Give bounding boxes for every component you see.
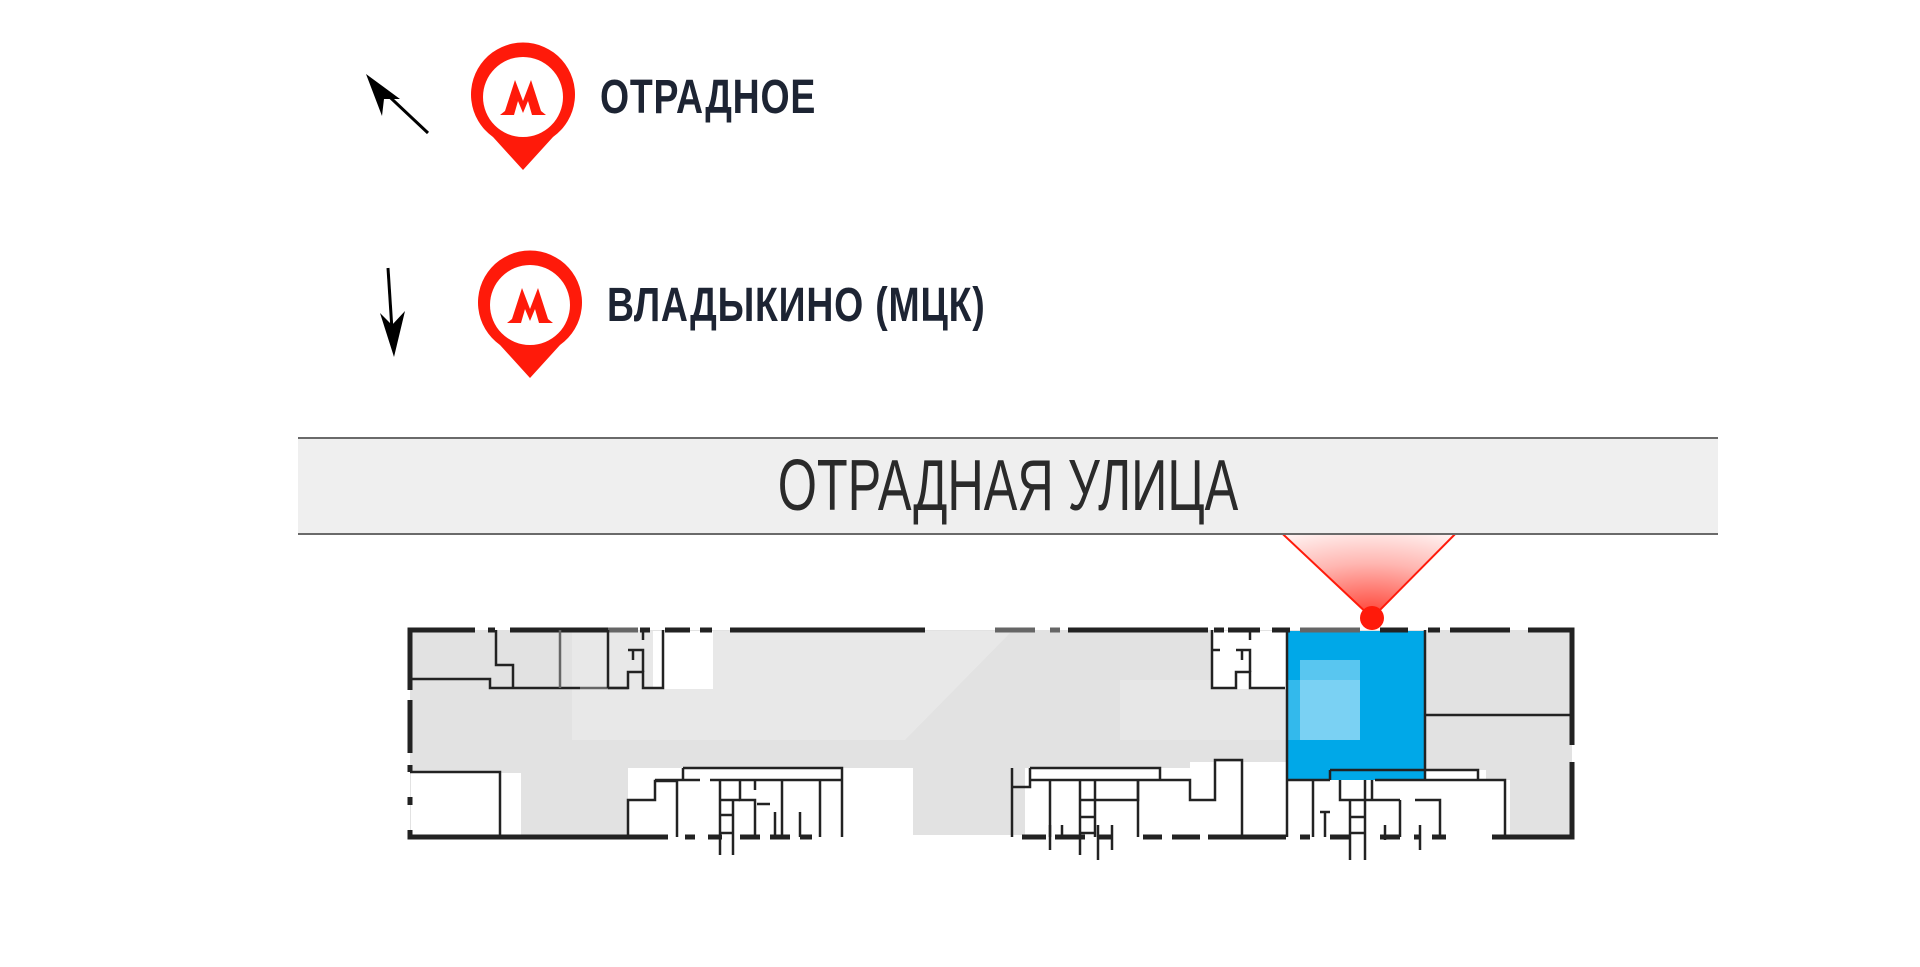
- metro-pin-icon: [478, 250, 583, 378]
- arrow-down-icon: [380, 267, 405, 357]
- floor-plan: [407, 627, 1575, 860]
- arrow-up-left-icon: [366, 74, 430, 135]
- metro-pin-icon: [471, 42, 575, 171]
- station-label-vladykino: ВЛАДЫКИНО (МЦК): [607, 279, 986, 332]
- station-label-otradnoe: ОТРАДНОЕ: [600, 71, 817, 124]
- highlighted-unit[interactable]: [1287, 631, 1425, 780]
- road-band: ОТРАДНАЯ УЛИЦА: [298, 437, 1718, 535]
- road-label: ОТРАДНАЯ УЛИЦА: [777, 446, 1239, 526]
- view-point-marker[interactable]: [1269, 518, 1471, 630]
